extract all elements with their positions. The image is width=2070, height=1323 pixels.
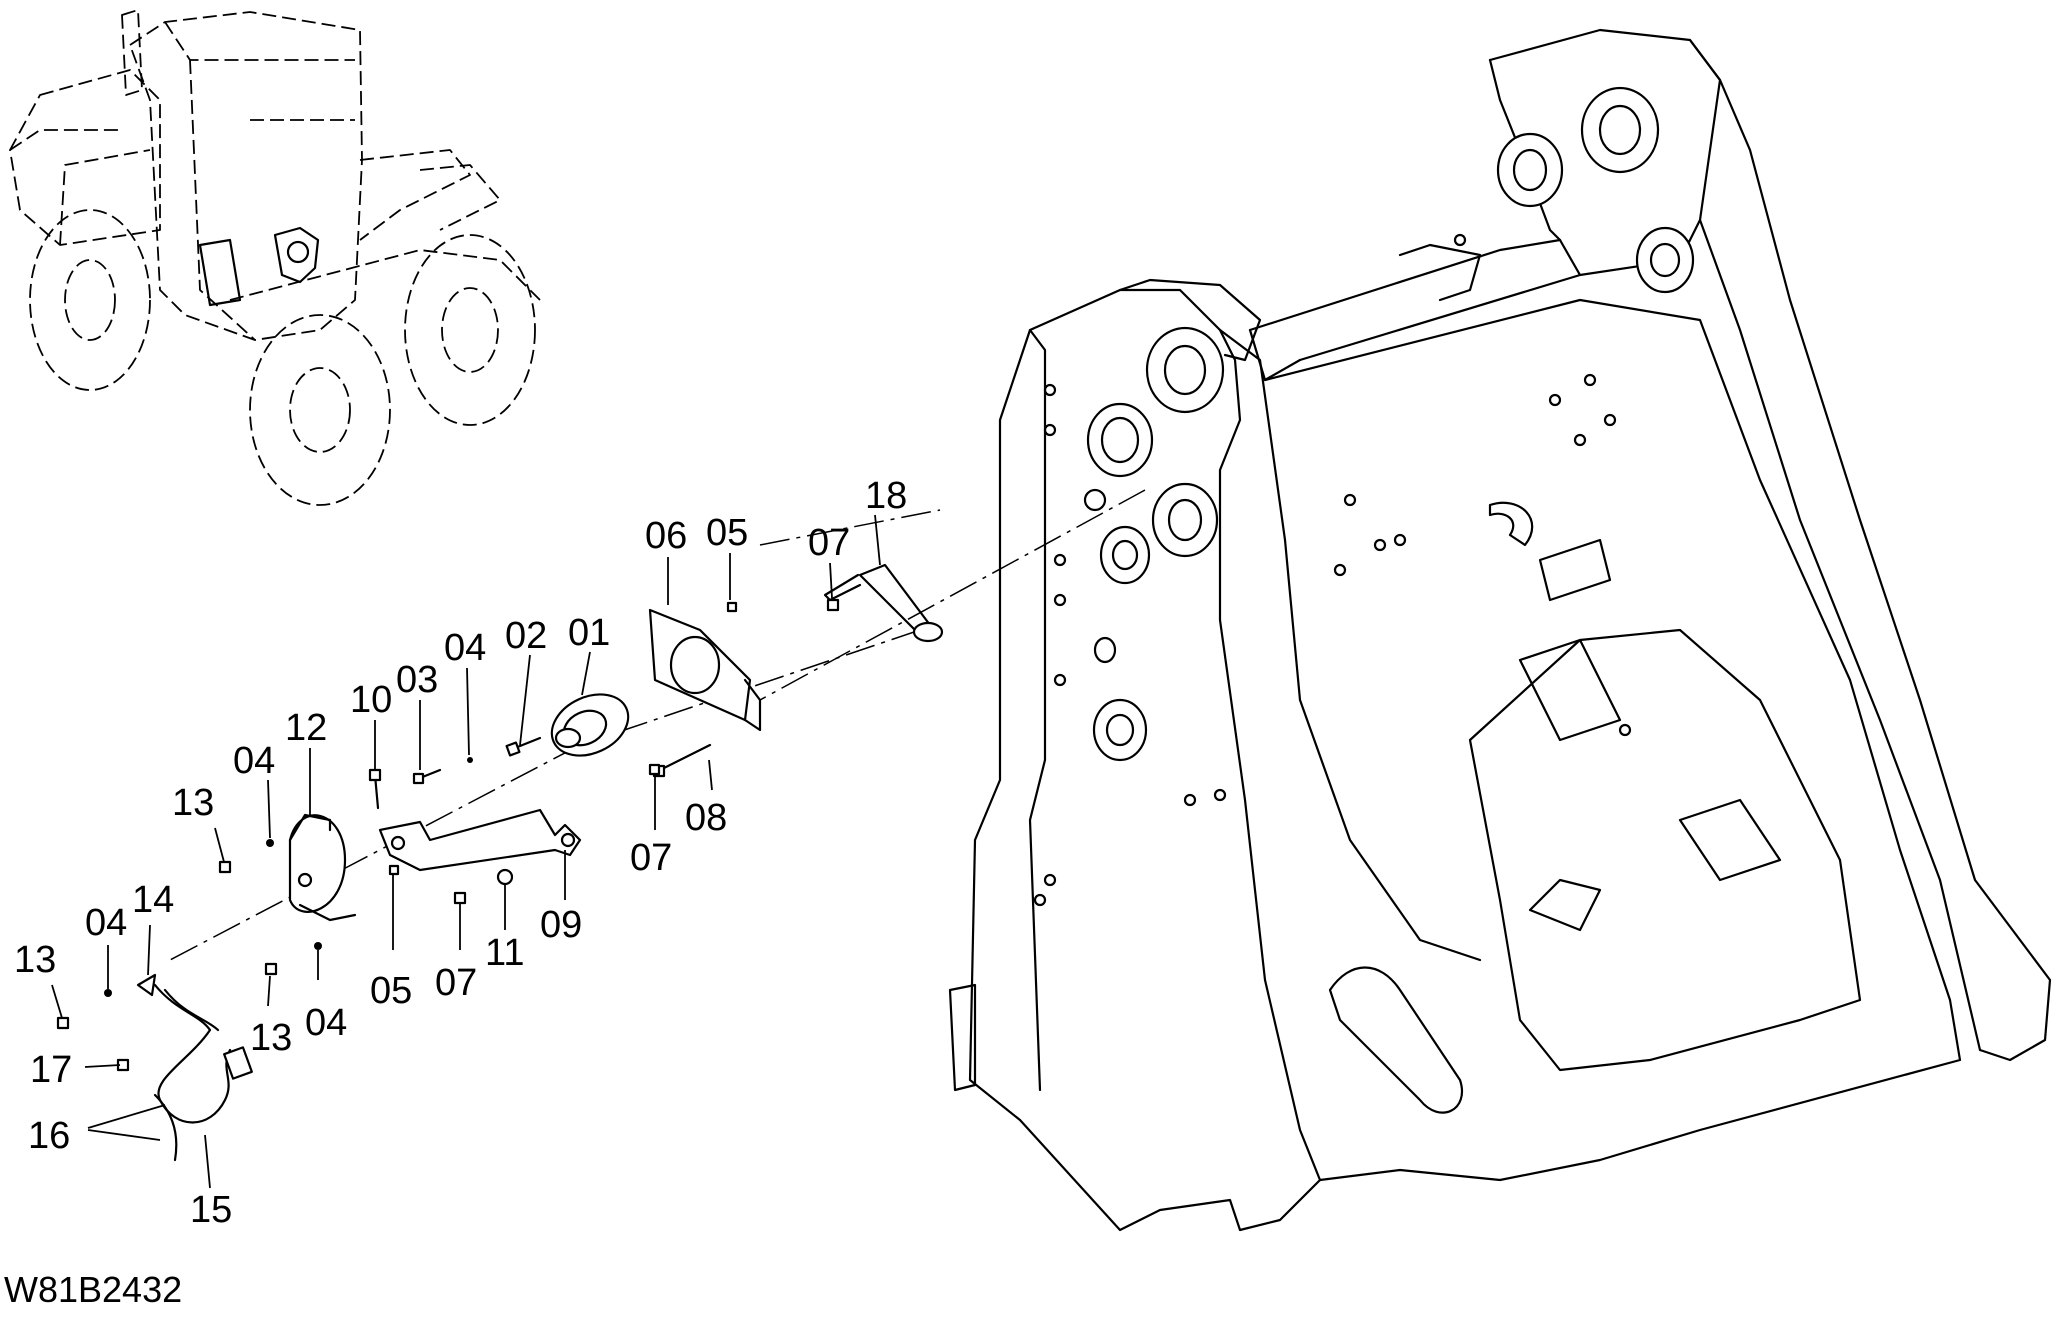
callout-15: 15	[190, 1189, 232, 1231]
callout-05-a: 05	[706, 512, 748, 554]
bolt-part-07-upper	[826, 598, 840, 612]
callout-07-a: 07	[808, 522, 850, 564]
callout-02: 02	[505, 615, 547, 657]
leader-lines	[51, 514, 881, 1189]
washer-part-04-b	[266, 839, 274, 847]
horn-part-01	[550, 693, 630, 757]
bolt-part-08	[652, 743, 712, 778]
nut-part-05-lower	[388, 864, 400, 876]
callout-07-b: 07	[630, 837, 672, 879]
callout-09: 09	[540, 904, 582, 946]
callout-08: 08	[685, 797, 727, 839]
callout-labels: 01 02 03 04 04 04 04 05 05 06 07 07 07 0…	[14, 475, 907, 1231]
callout-04-a: 04	[444, 627, 486, 669]
rod-part-18	[823, 563, 944, 643]
callout-03: 03	[396, 659, 438, 701]
locator-horn-highlight	[273, 226, 320, 284]
bolt-part-07-lower	[453, 891, 467, 905]
washer-part-04-c	[314, 942, 322, 950]
machine-locator-view	[9, 9, 541, 506]
callout-17: 17	[30, 1049, 72, 1091]
callout-13-b: 13	[250, 1017, 292, 1059]
callout-14: 14	[132, 879, 174, 921]
washer-part-04	[467, 757, 473, 763]
callout-13-a: 13	[172, 782, 214, 824]
screw-part-13-a	[218, 860, 232, 874]
drawing-code: W81B2432	[4, 1269, 182, 1310]
horn-part-12	[288, 813, 357, 922]
callout-07-c: 07	[435, 962, 477, 1004]
assembly-centerlines	[169, 489, 1146, 961]
screw-part-13-b	[264, 962, 278, 976]
frame-bolts	[1033, 233, 1632, 907]
clip-part-14	[136, 973, 157, 997]
harness-part-15	[153, 983, 253, 1162]
callout-12: 12	[285, 707, 327, 749]
callout-10: 10	[350, 679, 392, 721]
bracket-plate-part-06	[648, 608, 762, 732]
nut-part-05	[726, 601, 738, 613]
callout-11: 11	[485, 932, 524, 974]
callout-06: 06	[645, 515, 687, 557]
stay-part-09	[378, 808, 582, 872]
callout-13-c: 13	[14, 939, 56, 981]
callout-01: 01	[568, 612, 610, 654]
bolt-part-07-mid	[648, 763, 661, 776]
screw-part-03	[412, 768, 442, 785]
callout-18: 18	[865, 475, 907, 517]
callout-16: 16	[28, 1115, 70, 1157]
callout-04-d: 04	[305, 1002, 347, 1044]
bolt-part-10	[368, 768, 382, 810]
callout-04-c: 04	[85, 902, 127, 944]
front-frame	[948, 28, 2052, 1232]
bolt-part-02	[505, 736, 542, 757]
screw-part-13-c	[56, 1016, 70, 1030]
washer-part-11	[496, 868, 514, 886]
callout-04-b: 04	[233, 740, 275, 782]
washer-part-04-d	[104, 989, 112, 997]
callout-05-b: 05	[370, 970, 412, 1012]
